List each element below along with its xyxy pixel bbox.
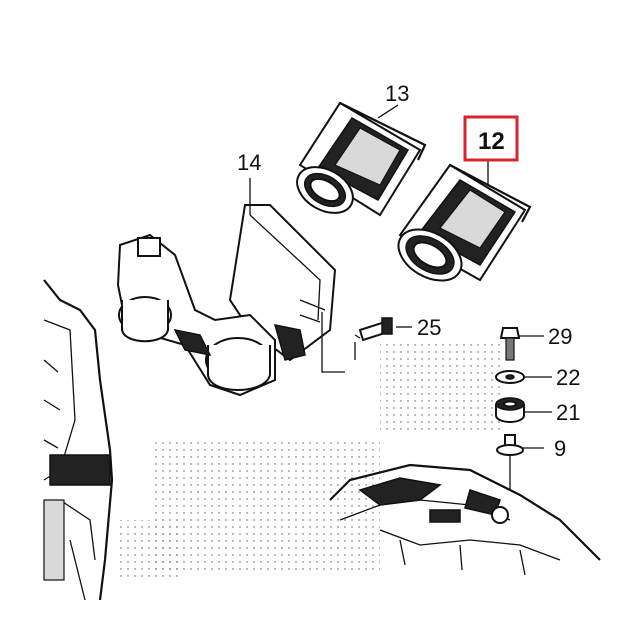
background-dot-texture bbox=[120, 340, 500, 580]
callout-14: 14 bbox=[237, 150, 261, 175]
callout-12: 12 bbox=[478, 128, 505, 155]
callout-25: 25 bbox=[417, 315, 441, 340]
intake-boot-12 bbox=[397, 163, 532, 282]
intake-boot-13 bbox=[296, 101, 427, 217]
bolt-25 bbox=[354, 317, 393, 342]
callout-21: 21 bbox=[556, 400, 580, 425]
throttle-body-14 bbox=[116, 204, 337, 397]
washer-22 bbox=[495, 370, 525, 384]
bolt-29 bbox=[499, 327, 521, 361]
callout-13: 13 bbox=[385, 81, 409, 106]
callout-22: 22 bbox=[556, 365, 580, 390]
engine-case-left bbox=[43, 279, 114, 601]
transmission-case bbox=[329, 463, 601, 576]
leader-lines bbox=[249, 104, 552, 490]
callout-9: 9 bbox=[554, 436, 566, 461]
collar-9 bbox=[496, 434, 524, 456]
callout-29: 29 bbox=[548, 324, 572, 349]
grommet-21 bbox=[495, 397, 525, 423]
callout-labels: 12 13 14 25 29 22 21 9 bbox=[237, 81, 580, 461]
highlight-box-12 bbox=[463, 115, 519, 162]
